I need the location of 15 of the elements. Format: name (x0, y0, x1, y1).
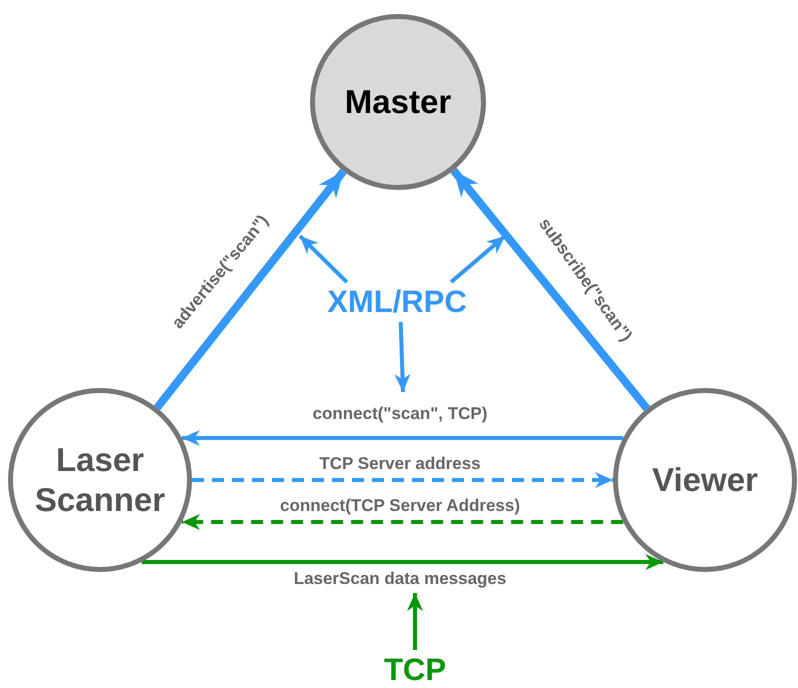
arrow (182, 430, 624, 446)
arrow (450, 168, 650, 412)
master-node-circle: Master (310, 14, 486, 190)
arrow (298, 234, 348, 284)
viewer-node-circle: Viewer (613, 388, 797, 572)
protocol-label: TCP (384, 652, 446, 688)
arrow (182, 514, 624, 530)
protocol-label: XML/RPC (327, 284, 467, 320)
laser-scanner-node-circle: Laser Scanner (8, 388, 192, 572)
arrow (450, 234, 506, 284)
arrow (154, 168, 347, 410)
arrow (142, 554, 664, 570)
arrow (394, 322, 410, 392)
arrow (192, 472, 613, 488)
arrow (407, 593, 423, 650)
